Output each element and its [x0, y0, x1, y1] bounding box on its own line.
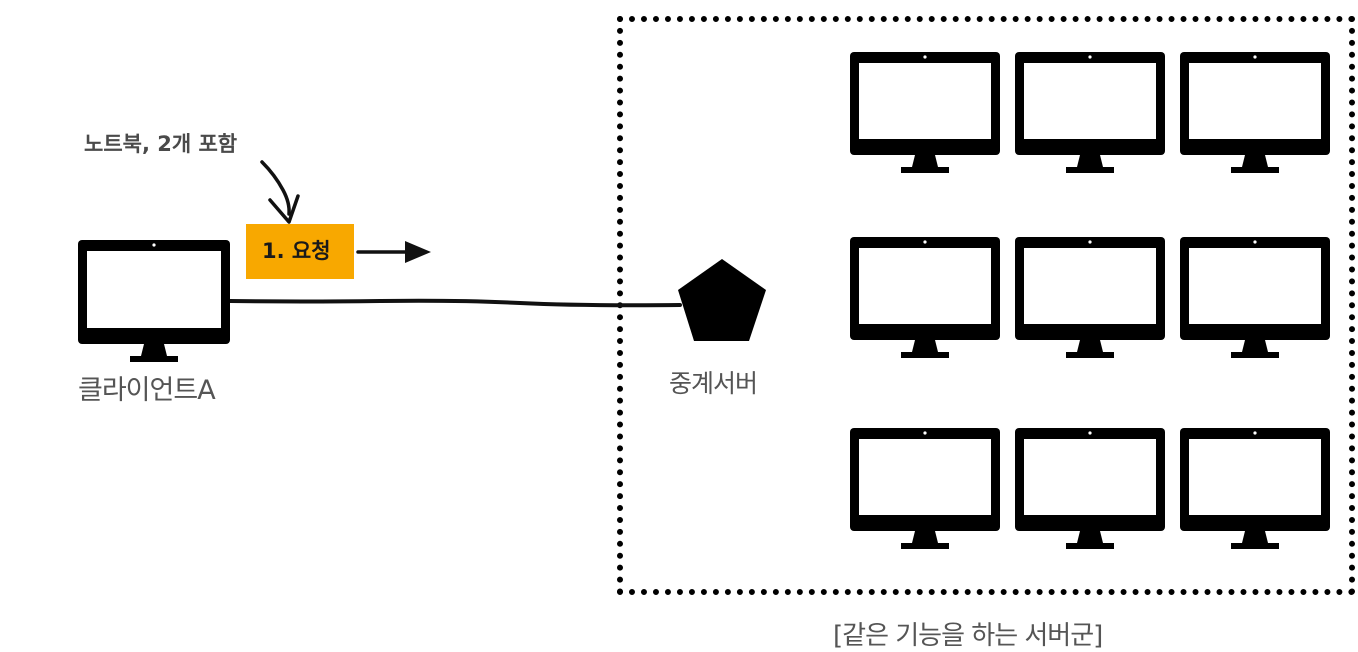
server-cluster-label: [같은 기능을 하는 서버군] — [833, 621, 1103, 651]
monitor-icon — [1180, 52, 1330, 173]
monitor-icon — [850, 428, 1000, 549]
connection-line — [228, 298, 682, 308]
monitor-icon — [1015, 428, 1165, 549]
pentagon-icon — [678, 259, 766, 341]
monitor-icon — [78, 240, 230, 362]
client-label: 클라이언트A — [78, 375, 216, 406]
annotation-arrow — [260, 160, 300, 224]
monitor-icon — [1180, 428, 1330, 549]
request-badge: 1. 요청 — [246, 224, 354, 279]
annotation-text: 노트북, 2개 포함 — [84, 132, 238, 156]
monitor-icon — [850, 52, 1000, 173]
monitor-icon — [850, 237, 1000, 358]
relay-server-label: 중계서버 — [669, 369, 758, 398]
monitor-icon — [1015, 52, 1165, 173]
monitor-icon — [1015, 237, 1165, 358]
monitor-icon — [1180, 237, 1330, 358]
request-arrow — [356, 241, 431, 263]
